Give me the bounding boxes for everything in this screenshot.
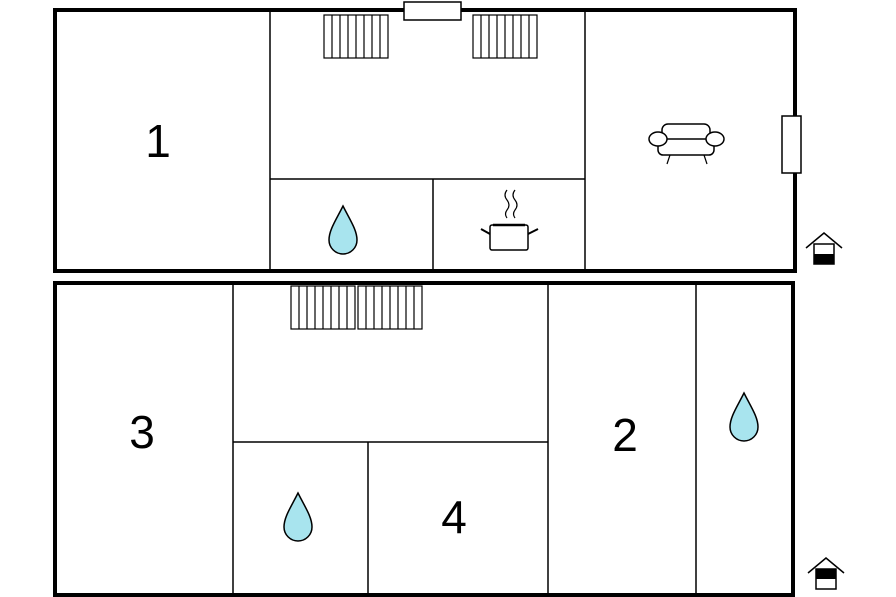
house-icon [807,557,845,590]
upper-floor: 1 [53,1,843,273]
lower-floor-outline [53,281,795,597]
radiator-icon [357,285,423,330]
room-label-3: 3 [129,406,155,458]
lower-floor: 3 4 2 [53,281,845,597]
water-drop-icon [283,491,313,542]
room-label-4: 4 [441,491,467,543]
radiator-icon [472,14,538,59]
water-drop-icon [328,204,358,255]
sofa-icon [648,123,725,165]
room-label-1: 1 [145,115,171,167]
window-icon [781,115,802,174]
window-icon [403,1,462,21]
room-label-2: 2 [612,409,638,461]
cooking-pot-icon [480,189,539,251]
radiator-icon [323,14,389,59]
radiator-icon [290,285,356,330]
house-icon [805,232,843,265]
water-drop-icon [729,391,759,442]
